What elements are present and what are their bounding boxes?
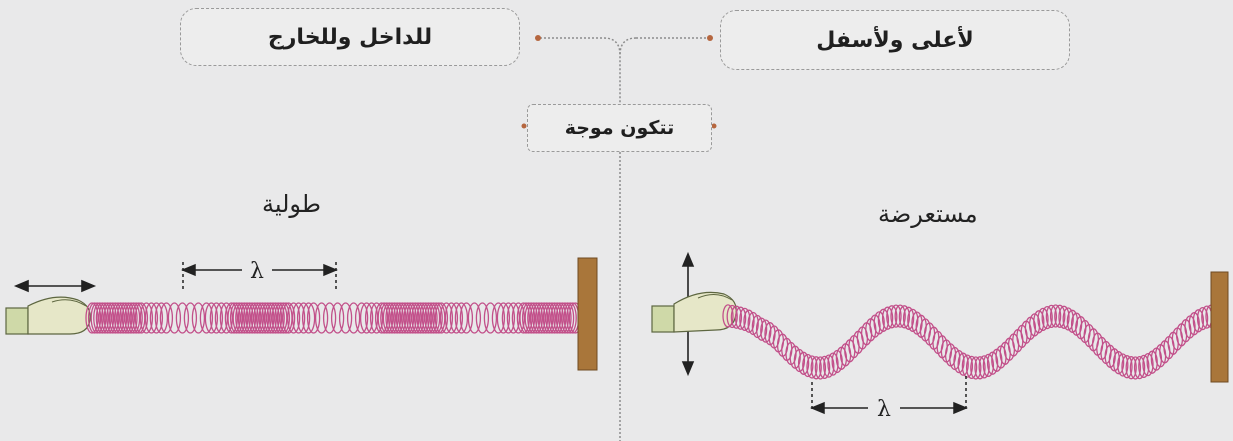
- longitudinal-title: طولية: [262, 190, 321, 218]
- connector-dot-left: [535, 35, 541, 41]
- connector-dot-center-right: [711, 123, 717, 129]
- up-down-label: لأعلى ولأسفل: [816, 27, 974, 53]
- transverse-lambda: λ: [877, 397, 891, 422]
- longitudinal-double-arrow: [13, 279, 97, 293]
- transverse-hand: [651, 291, 737, 333]
- wave-forms-box: تتكون موجة: [527, 104, 712, 152]
- longitudinal-spring: [85, 302, 583, 334]
- longitudinal-hand: [5, 296, 91, 335]
- connector-dot-right: [707, 35, 713, 41]
- in-out-box: للداخل وللخارج: [180, 8, 520, 66]
- transverse-wall: [1210, 271, 1229, 383]
- longitudinal-lambda-marker: [181, 262, 338, 292]
- transverse-lambda-marker: [810, 376, 968, 415]
- in-out-label: للداخل وللخارج: [267, 24, 433, 50]
- transverse-title: مستعرضة: [878, 200, 978, 228]
- up-down-box: لأعلى ولأسفل: [720, 10, 1070, 70]
- longitudinal-lambda: λ: [250, 259, 264, 284]
- connector-dot-center-left: [521, 123, 527, 129]
- longitudinal-wall: [577, 257, 598, 371]
- wave-forms-label: تتكون موجة: [564, 117, 675, 139]
- transverse-spring: [722, 304, 1217, 380]
- top-connector: [540, 37, 708, 441]
